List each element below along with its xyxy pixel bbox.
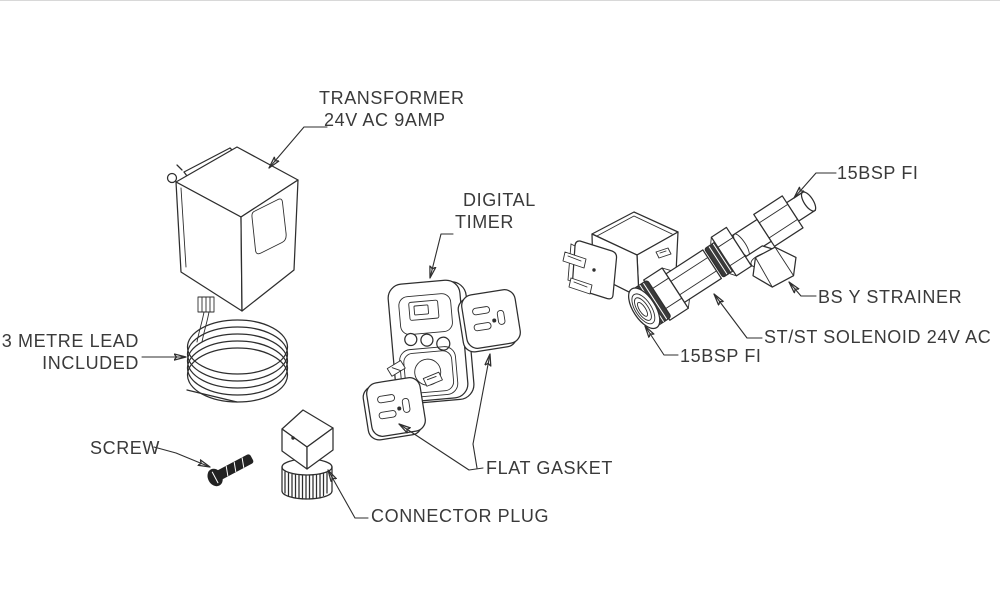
bsp-fi-mid-label-text: 15BSP FI <box>680 346 762 366</box>
transformer-drawing <box>166 146 299 313</box>
flat-gasket-label: FLAT GASKET <box>486 457 613 479</box>
metre-lead-label: 3 METRE LEAD INCLUDED <box>0 330 139 374</box>
digital-timer-drawing <box>386 279 475 404</box>
transformer-label: TRANSFORMER 24V AC 9AMP <box>319 87 465 131</box>
digital-timer-label: DIGITAL TIMER <box>455 189 536 233</box>
transformer-label-line1: TRANSFORMER <box>319 88 465 108</box>
flat-gasket-right <box>455 287 523 355</box>
leader-screw <box>153 446 210 467</box>
digital-timer-label-line1: DIGITAL <box>463 190 536 210</box>
leader-gasket-right <box>472 354 490 469</box>
flat-gasket-label-text: FLAT GASKET <box>486 458 613 478</box>
leader-digital-timer <box>430 233 454 278</box>
bsp-fi-top-label: 15BSP FI <box>837 162 919 184</box>
st-st-solenoid-label: ST/ST SOLENOID 24V AC <box>764 326 991 348</box>
bs-y-strainer-label-text: BS Y STRAINER <box>818 287 963 307</box>
st-st-solenoid-label-text: ST/ST SOLENOID 24V AC <box>764 327 992 347</box>
leader-strainer <box>789 282 817 297</box>
screw-drawing <box>207 454 254 487</box>
solenoid-assembly-drawing <box>562 191 817 330</box>
digital-timer-label-line2: TIMER <box>455 212 514 232</box>
flat-gasket-left <box>360 375 428 443</box>
transformer-label-line2: 24V AC 9AMP <box>324 110 446 130</box>
leader-solenoid <box>714 294 763 339</box>
connector-plug-drawing <box>281 409 334 500</box>
bs-y-strainer-label: BS Y STRAINER <box>818 286 962 308</box>
leader-connector-plug <box>328 470 369 519</box>
metre-lead-label-line1: 3 METRE LEAD <box>1 331 139 351</box>
lead-coil-drawing <box>186 311 289 403</box>
screw-label-text: SCREW <box>90 438 160 458</box>
leader-gasket-left <box>399 424 484 471</box>
screw-label: SCREW <box>90 437 160 459</box>
connector-plug-label: CONNECTOR PLUG <box>371 505 549 527</box>
leader-transformer <box>269 126 328 168</box>
leader-lines <box>141 126 837 519</box>
metre-lead-label-line2: INCLUDED <box>42 353 139 373</box>
connector-plug-label-text: CONNECTOR PLUG <box>371 506 550 526</box>
leader-bsp-mid <box>645 326 679 356</box>
bsp-fi-mid-label: 15BSP FI <box>680 345 762 367</box>
leader-bsp-top <box>794 172 837 198</box>
bsp-fi-top-label-text: 15BSP FI <box>837 163 919 183</box>
